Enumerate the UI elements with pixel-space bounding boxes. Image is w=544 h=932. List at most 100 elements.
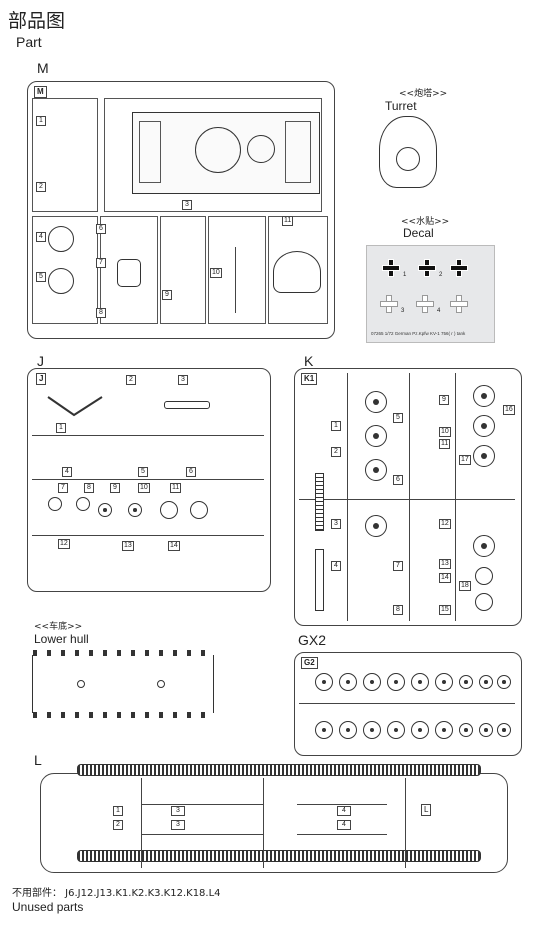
k-sprocket (365, 425, 387, 447)
road-wheel (339, 721, 357, 739)
front-deck (285, 121, 311, 183)
j-divider (32, 479, 264, 480)
k-part-num: 4 (331, 561, 341, 571)
k-part-num: 15 (439, 605, 451, 615)
unused-parts-en: Unused parts (12, 900, 84, 914)
decal-number: 2 (439, 272, 443, 278)
sprue-l: 1 2 3 3 4 4 L (40, 764, 508, 873)
k-divider-v (409, 373, 410, 621)
return-roller (497, 723, 511, 737)
lower-hull-caption-cn: <<车底>> (34, 622, 83, 632)
m-part-num: 11 (282, 216, 294, 226)
k-part-num: 11 (439, 439, 451, 449)
road-wheel (435, 673, 453, 691)
lower-hull-top-bolts (33, 650, 213, 656)
sprue-tag-l: L (421, 804, 432, 816)
k-part-num: 5 (393, 413, 403, 423)
decal-number: 4 (437, 308, 441, 314)
k-idler (473, 385, 495, 407)
k-divider (299, 499, 515, 500)
section-label-gx2: GX2 (298, 632, 327, 648)
gx2-divider (299, 703, 515, 704)
balkenkreuz-icon (383, 260, 399, 276)
l-part-num: 2 (113, 820, 123, 830)
turret-caption-cn: <<炮塔>> (399, 89, 448, 99)
k-rail (315, 549, 324, 611)
j-part-num: 4 (62, 467, 72, 477)
road-wheel (387, 721, 405, 739)
lower-hull-caption-en: Lower hull (34, 632, 89, 646)
m-part-num: 5 (36, 272, 46, 282)
k-part-num: 9 (439, 395, 449, 405)
k-part-num: 8 (393, 605, 403, 615)
l-rod (297, 804, 387, 805)
turret-drawing (379, 116, 437, 188)
k-part-num: 2 (331, 447, 341, 457)
j-part-num: 12 (58, 539, 70, 549)
sprue-tag-k: K1 (301, 373, 318, 385)
sprue-j: J 1 2 3 4 5 6 7 8 9 10 11 12 13 14 (27, 368, 271, 592)
rear-deck (139, 121, 161, 183)
m-part-num: 9 (162, 290, 172, 300)
track-lower (77, 850, 481, 862)
j-part-num: 3 (178, 375, 188, 385)
l-part-num: 4 (337, 820, 351, 830)
j-part-num: 7 (58, 483, 68, 493)
unused-parts-cn: 不用部件： J6.J12.J13.K1.K2.K3.K12.K18.L4 (12, 888, 221, 899)
j-part-11b-wheel (190, 501, 208, 519)
k-part-num: 10 (439, 427, 451, 437)
sprue-tag-m: M (34, 86, 47, 98)
lower-hull-drawing (32, 650, 214, 718)
j-part-7-wheel (48, 497, 62, 511)
turret-hatch (396, 147, 420, 171)
decal-caption-en: Decal (403, 226, 434, 240)
l-rod (141, 834, 263, 835)
j-part-num: 8 (84, 483, 94, 493)
l-rod (141, 804, 263, 805)
k-part-num: 1 (331, 421, 341, 431)
upper-hull-plate (132, 112, 320, 194)
m-part-num: 7 (96, 258, 106, 268)
j-part-num: 9 (110, 483, 120, 493)
j-part-num: 14 (168, 541, 180, 551)
road-wheel (411, 721, 429, 739)
l-part-num: 3 (171, 820, 185, 830)
balkenkreuz-outline-icon (451, 296, 467, 312)
m-part-num: 2 (36, 182, 46, 192)
k-part-num: 14 (439, 573, 451, 583)
j-part-num: 10 (138, 483, 150, 493)
sprue-tag-j: J (36, 373, 47, 385)
return-roller (459, 723, 473, 737)
road-wheel (339, 673, 357, 691)
page-title-en: Part (16, 34, 42, 50)
road-wheel (315, 721, 333, 739)
k-part-num: 12 (439, 519, 451, 529)
l-part-num: 3 (171, 806, 185, 816)
j-part-10-wheel (128, 503, 142, 517)
hatch-ring (247, 135, 275, 163)
k-part-num: 7 (393, 561, 403, 571)
k-idler (473, 445, 495, 467)
k-part-num: 18 (459, 581, 471, 591)
return-roller (497, 675, 511, 689)
m-part-num: 4 (36, 232, 46, 242)
k-ring (475, 567, 493, 585)
j-part-1-bracket (47, 396, 103, 417)
m-part-num: 1 (36, 116, 46, 126)
l-gate (141, 778, 142, 868)
turret-ring (195, 127, 241, 173)
l-part-num: 4 (337, 806, 351, 816)
decal-number: 3 (401, 308, 405, 314)
m-part-7-block (117, 259, 141, 287)
m-box-10 (208, 216, 266, 324)
j-part-num: 11 (170, 483, 182, 493)
k-idler (473, 535, 495, 557)
decal-sheet-caption: 07265 1/72 German Pz.Kpfw KV-1 756( r ) … (371, 331, 466, 336)
j-part-8-wheel (76, 497, 90, 511)
m-part-num: 10 (210, 268, 222, 278)
balkenkreuz-outline-icon (381, 296, 397, 312)
page-title-cn: 部品图 (8, 10, 66, 32)
road-wheel (363, 673, 381, 691)
sprue-tag-gx2: G2 (301, 657, 318, 669)
decal-number: 1 (403, 272, 407, 278)
